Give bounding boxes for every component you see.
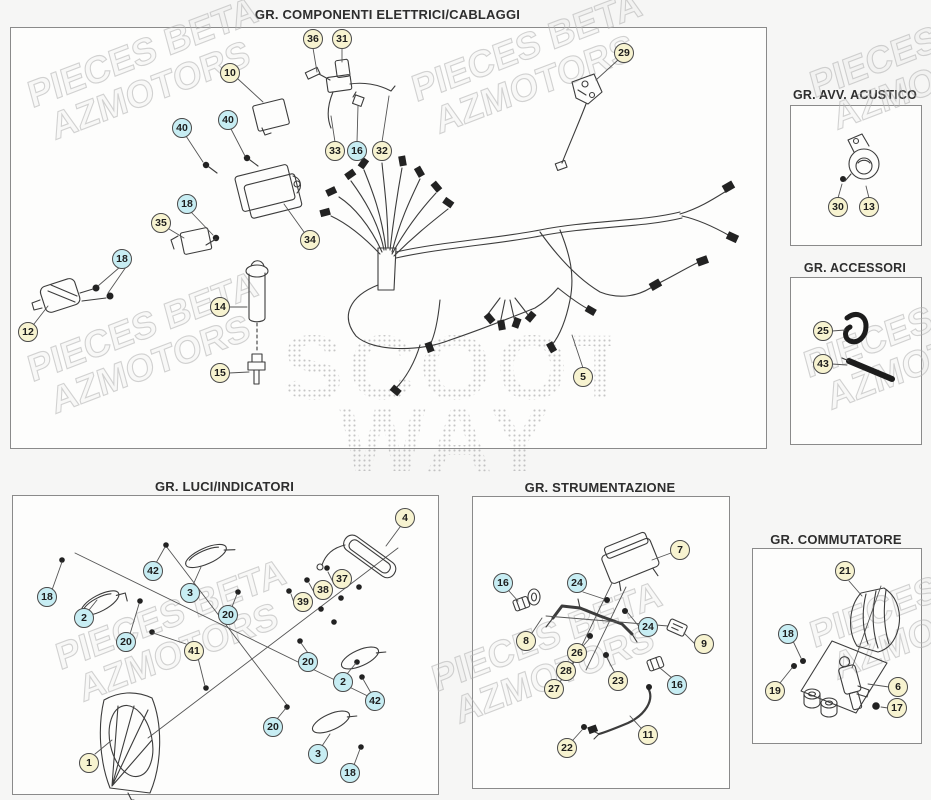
title-componenti-elettrici: GR. COMPONENTI ELETTRICI/CABLAGGI (254, 7, 521, 22)
callout-33: 33 (325, 141, 345, 161)
title-luci-indicatori: GR. LUCI/INDICATORI (154, 479, 295, 494)
bracket-9-drawing (666, 618, 688, 637)
panel-avv-acustico (790, 105, 922, 246)
callout-2: 2 (74, 608, 94, 628)
lock-barrels-drawing (803, 688, 838, 718)
callout-22: 22 (557, 738, 577, 758)
lock-plate-drawing (800, 640, 888, 714)
title-accessori: GR. ACCESSORI (803, 261, 907, 275)
clip-16-drawings (512, 595, 665, 672)
callout-40: 40 (218, 110, 238, 130)
regulator-12-drawing (31, 278, 114, 313)
callout-1: 1 (79, 753, 99, 773)
callout-20: 20 (116, 632, 136, 652)
callout-38: 38 (313, 580, 333, 600)
leader-lines-luci (51, 526, 401, 766)
callout-2: 2 (333, 672, 353, 692)
callout-21: 21 (835, 561, 855, 581)
title-strumentazione: GR. STRUMENTAZIONE (524, 480, 676, 495)
ignition-coil-14-drawing (245, 260, 269, 353)
ecu-34-drawing (202, 154, 303, 219)
callout-8: 8 (516, 631, 536, 651)
grommet-8-drawing (527, 588, 541, 606)
callout-13: 13 (859, 197, 879, 217)
ignition-lock-6-drawing (838, 656, 870, 711)
leader-lines-main (33, 47, 619, 374)
leader-lines-comm (779, 580, 890, 709)
callout-20: 20 (263, 717, 283, 737)
callout-6: 6 (888, 677, 908, 697)
comm-fasteners (791, 658, 880, 710)
title-commutatore: GR. COMMUTATORE (770, 532, 902, 547)
callout-43: 43 (813, 354, 833, 374)
callout-37: 37 (332, 569, 352, 589)
starter-solenoid-drawing (304, 58, 396, 129)
callout-34: 34 (300, 230, 320, 250)
indicator-3-bottom-drawing (311, 710, 358, 734)
headlight-1-drawing (99, 692, 161, 800)
callout-19: 19 (765, 681, 785, 701)
callout-23: 23 (608, 671, 628, 691)
callout-32: 32 (372, 141, 392, 161)
callout-18: 18 (177, 194, 197, 214)
indicator-2-right-drawing (340, 646, 387, 670)
callout-9: 9 (694, 634, 714, 654)
callout-18: 18 (340, 763, 360, 783)
callout-16: 16 (667, 675, 687, 695)
callout-18: 18 (37, 587, 57, 607)
leader-lines-acustico (837, 183, 870, 199)
callout-42: 42 (143, 561, 163, 581)
callout-39: 39 (293, 592, 313, 612)
callout-26: 26 (567, 643, 587, 663)
indicator-3-top-drawing (185, 543, 236, 569)
luci-cross-lines (74, 545, 399, 739)
horn-13-drawing (840, 133, 880, 182)
title-avv-acustico: GR. AVV. ACUSTICO (792, 88, 918, 102)
relay-35-drawing (170, 227, 220, 255)
callout-36: 36 (303, 29, 323, 49)
callout-40: 40 (172, 118, 192, 138)
callout-3: 3 (180, 583, 200, 603)
tool-43-drawing (841, 356, 895, 382)
callout-18: 18 (112, 249, 132, 269)
callout-17: 17 (887, 698, 907, 718)
callout-10: 10 (220, 63, 240, 83)
callout-16: 16 (493, 573, 513, 593)
callout-20: 20 (298, 652, 318, 672)
speed-sensor-11-drawing (587, 684, 652, 740)
callout-5: 5 (573, 367, 593, 387)
taillight-fasteners-drawing (286, 565, 362, 625)
relay-10-drawing (252, 98, 290, 136)
callout-24: 24 (638, 617, 658, 637)
callout-42: 42 (365, 691, 385, 711)
callout-24: 24 (567, 573, 587, 593)
callout-41: 41 (184, 641, 204, 661)
callout-20: 20 (218, 605, 238, 625)
callout-11: 11 (638, 725, 658, 745)
callout-16: 16 (347, 141, 367, 161)
callout-27: 27 (544, 679, 564, 699)
bracket-29-drawing (554, 73, 603, 172)
callout-7: 7 (670, 540, 690, 560)
callout-25: 25 (813, 321, 833, 341)
callout-14: 14 (210, 297, 230, 317)
tail-light-4-drawing (316, 534, 397, 579)
callout-18: 18 (778, 624, 798, 644)
callout-15: 15 (210, 363, 230, 383)
callout-28: 28 (556, 661, 576, 681)
callout-35: 35 (151, 213, 171, 233)
leader-lines-accessori (831, 329, 848, 366)
hook-25-drawing (843, 312, 869, 345)
callout-3: 3 (308, 744, 328, 764)
callout-31: 31 (332, 29, 352, 49)
spark-plug-15-drawing (247, 353, 266, 385)
callout-4: 4 (395, 508, 415, 528)
switch-housing-21-drawing (850, 585, 901, 669)
callout-29: 29 (614, 43, 634, 63)
callout-30: 30 (828, 197, 848, 217)
callout-12: 12 (18, 322, 38, 342)
